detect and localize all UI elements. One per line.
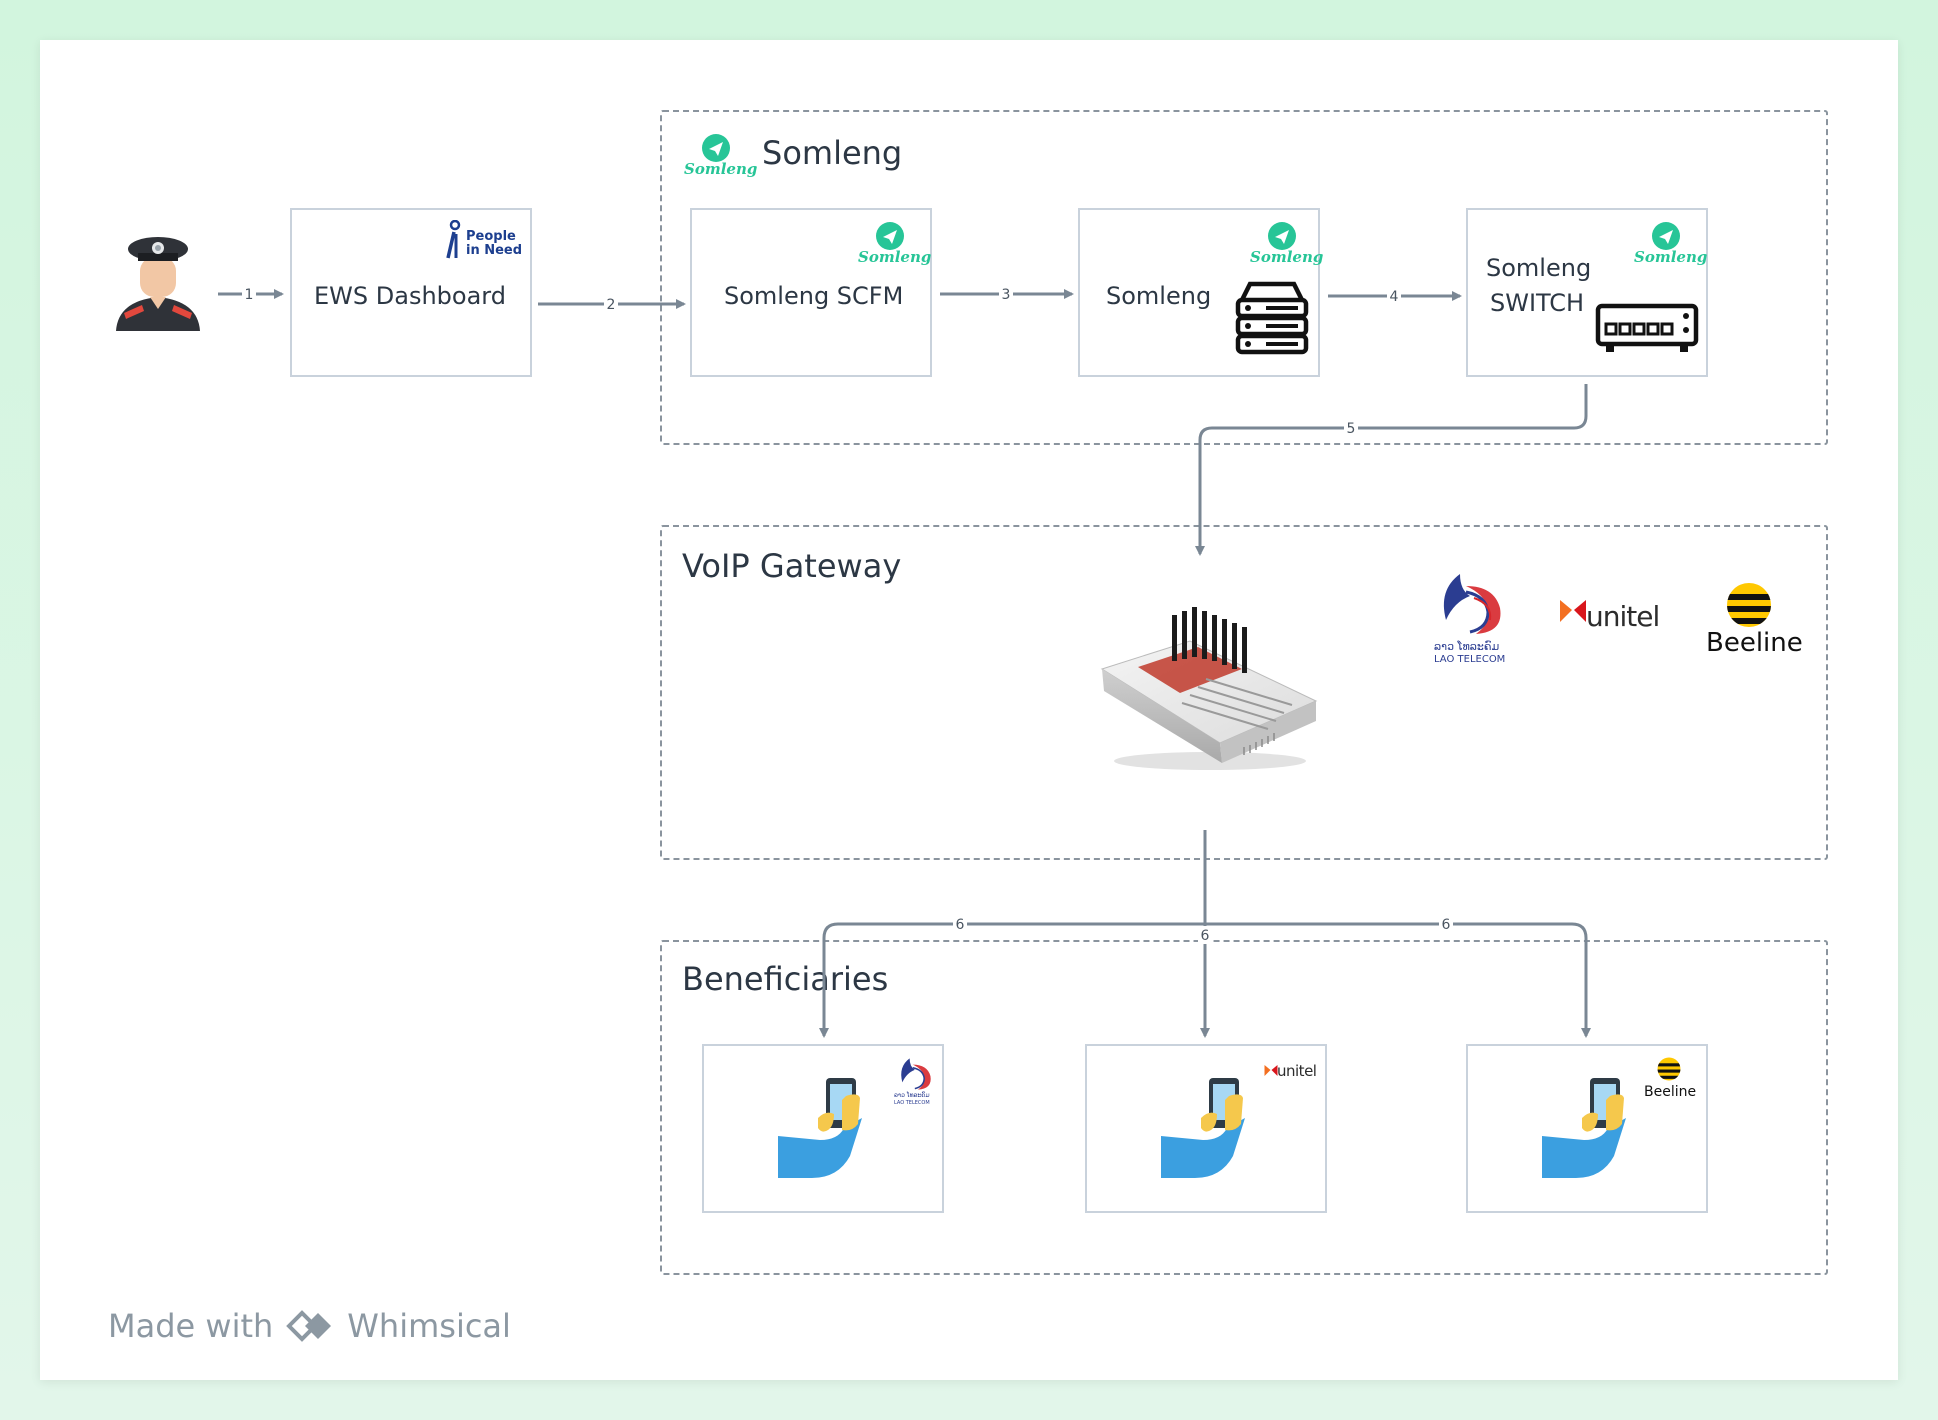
somleng-group: Somleng Somleng — [660, 110, 1828, 445]
somleng-node[interactable]: Somleng Somleng — [1078, 208, 1323, 377]
somleng-scfm-label: Somleng SCFM — [724, 282, 904, 310]
edge-5-label: 5 — [1347, 421, 1356, 437]
switch-somleng-logo: Somleng — [1632, 220, 1707, 270]
somleng-logo-icon — [1652, 222, 1680, 250]
made-with-whimsical-footer[interactable]: Made with Whimsical — [108, 1307, 511, 1345]
people-in-need-logo: People in Need — [444, 220, 530, 262]
scfm-somleng-logo: Somleng — [856, 220, 931, 270]
beneficiary-unitel-node[interactable]: unitel — [1085, 1044, 1327, 1213]
beneficiaries-group: Beneficiaries — [660, 940, 1828, 1275]
beeline-bee-icon — [1657, 1057, 1681, 1081]
edge-5 — [1195, 384, 1588, 556]
network-switch-icon — [1594, 300, 1700, 356]
somleng-switch-label-line2: SWITCH — [1490, 289, 1585, 317]
edge-6-right — [1205, 922, 1591, 1038]
unitel-name: unitel — [1586, 600, 1660, 633]
unitel-emblem-icon — [1560, 600, 1586, 622]
edge-2-label: 2 — [607, 297, 616, 313]
somleng-group-title: Somleng — [762, 134, 903, 172]
lao-telecom-line2: LAO TELECOM — [1434, 654, 1506, 665]
somleng-node-brand: Somleng — [1250, 248, 1324, 266]
unitel-logo: unitel — [1556, 596, 1666, 646]
somleng-node-label: Somleng — [1106, 282, 1212, 310]
lao-telecom-logo: ລາວ ໂທລະຄົມ LAO TELECOM — [1430, 568, 1526, 676]
beneficiaries-group-title: Beneficiaries — [682, 960, 889, 998]
phone-in-hand-icon — [772, 1074, 882, 1184]
beeline-bee-icon — [1727, 583, 1771, 627]
whimsical-logo-icon — [286, 1310, 332, 1342]
lao-telecom-emblem-icon — [1443, 574, 1501, 634]
beeline-name: Beeline — [1706, 628, 1803, 658]
people-in-need-line1: People — [466, 229, 516, 244]
somleng-switch-label-line1: Somleng — [1486, 254, 1592, 282]
voip-gateway-group-title: VoIP Gateway — [682, 547, 902, 585]
beneficiary-unitel-name: unitel — [1277, 1062, 1317, 1080]
people-in-need-line2: in Need — [466, 243, 523, 258]
beeline-logo: Beeline — [1700, 580, 1810, 660]
voip-gateway-device-image — [1094, 605, 1318, 775]
edge-4-label: 4 — [1390, 289, 1399, 305]
somleng-node-logo: Somleng — [1248, 220, 1323, 270]
people-in-need-icon — [446, 220, 461, 259]
edge-6-label-center: 6 — [1201, 928, 1210, 944]
edge-6-label-left: 6 — [956, 917, 965, 933]
somleng-logo-icon — [876, 222, 904, 250]
somleng-group-brand: Somleng — [684, 160, 758, 178]
beneficiary-lao-line1: ລາວ ໂທລະຄົມ — [894, 1092, 930, 1099]
beneficiary-beeline-logo: Beeline — [1642, 1056, 1704, 1106]
edge-3-label: 3 — [1002, 287, 1011, 303]
lao-telecom-line1: ລາວ ໂທລະຄົມ — [1434, 640, 1500, 653]
phone-in-hand-icon — [1155, 1074, 1265, 1184]
beneficiary-lao-telecom-logo: ລາວ ໂທລະຄົມ LAO TELECOM — [894, 1054, 944, 1110]
beneficiary-unitel-logo: unitel — [1263, 1062, 1325, 1086]
edge-6-label-right: 6 — [1442, 917, 1451, 933]
edge-1-label: 1 — [245, 287, 254, 303]
lao-telecom-emblem-icon — [901, 1058, 931, 1090]
switch-brand-text: Somleng — [1634, 248, 1708, 266]
whimsical-brand-text: Whimsical — [347, 1307, 511, 1345]
phone-in-hand-icon — [1536, 1074, 1646, 1184]
user-officer-icon — [112, 235, 204, 335]
edge-6-left — [819, 922, 1205, 1038]
somleng-switch-node[interactable]: Somleng Somleng SWITCH — [1466, 208, 1708, 377]
scfm-brand-text: Somleng — [858, 248, 932, 266]
unitel-emblem-icon — [1264, 1065, 1278, 1076]
ews-dashboard-label: EWS Dashboard — [314, 282, 506, 310]
somleng-group-logo: Somleng — [682, 132, 757, 182]
somleng-logo-icon — [1268, 222, 1296, 250]
beneficiary-lao-line2: LAO TELECOM — [894, 1100, 930, 1106]
somleng-scfm-node[interactable]: Somleng Somleng SCFM — [690, 208, 932, 377]
voip-gateway-group: VoIP Gateway — [660, 525, 1828, 860]
made-with-text: Made with — [108, 1307, 274, 1345]
server-icon — [1232, 278, 1312, 358]
ews-dashboard-node[interactable]: People in Need EWS Dashboard — [290, 208, 532, 377]
beneficiary-beeline-node[interactable]: Beeline — [1466, 1044, 1708, 1213]
beneficiary-lao-telecom-node[interactable]: ລາວ ໂທລະຄົມ LAO TELECOM — [702, 1044, 944, 1213]
somleng-logo-icon — [702, 134, 730, 162]
beneficiary-beeline-name: Beeline — [1644, 1084, 1697, 1100]
